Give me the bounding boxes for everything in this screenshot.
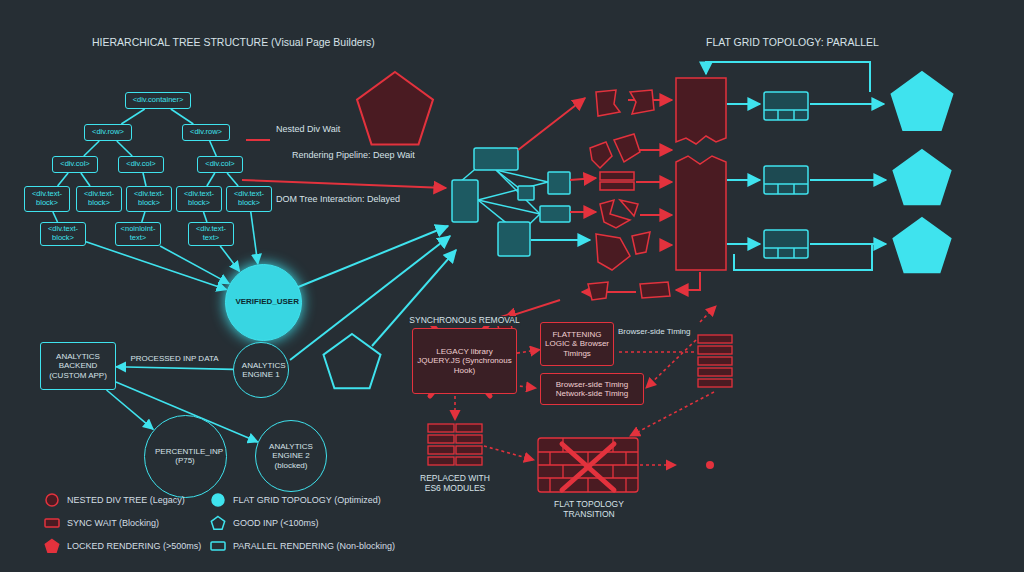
legend-swatch [44,492,60,508]
inp-pentagon [324,334,381,388]
connector [58,173,69,186]
connector [171,109,194,124]
legend-swatch [210,492,226,508]
box-heading: SYNCHRONOUS REMOVAL [408,316,520,326]
tree-box: <div.row> [182,124,230,141]
connector [53,212,58,222]
node-text: <noinloint-text> [119,225,157,242]
connector [210,141,217,156]
node-text: Browser-side Timing Network-side Timing [544,380,640,398]
node-text: <div.text-block> [130,190,168,207]
legend-text: FLAT GRID TOPOLOGY (Optimized) [233,495,381,505]
legend-text: PARALLEL RENDERING (Non-blocking) [233,541,395,551]
good-pentagon [894,150,951,204]
connector [86,242,227,290]
tree-box: <div.container> [125,92,191,109]
edge-label: PROCESSED INP DATA [128,354,220,363]
connector [142,212,145,222]
engine-circle: ANALYTICS ENGINE 1 [233,342,289,398]
node-text: FLATTENING LOGIC & Browser Timings [544,330,610,358]
tree-box: <div.text-block> [226,186,272,212]
legend-text: SYNC WAIT (Blocking) [67,518,159,528]
node-text: <div.container> [133,96,184,105]
legend-text: LOCKED RENDERING (>500ms) [67,541,201,551]
wait-label: Nested Div Wait [276,124,396,134]
wall-caption: FLAT TOPOLOGY TRANSITION [544,500,634,520]
node-text: <div.col> [126,160,155,169]
legend-row: LOCKED RENDERING (>500ms) [44,538,201,554]
wait-label: Rendering Pipeline: Deep Wait [292,150,442,160]
flattening-box: FLATTENING LOGIC & Browser Timings [540,322,614,366]
node-text: ANALYTICS ENGINE 1 [242,361,280,379]
connector [517,350,540,354]
connector [121,109,144,124]
legacy-box: SYNCHRONOUS REMOVALLEGACY library JQUERY… [412,328,517,394]
node-text: ANALYTICS BACKEND (CUSTOM APP) [44,352,112,380]
node-text: LEGACY library JQUERY.JS (Synchronous Ho… [416,347,513,375]
timing-label: Browser-side Timing [618,327,694,336]
legend-row: FLAT GRID TOPOLOGY (Optimized) [210,492,381,508]
node-text: <div.text-block> [180,190,218,207]
connector [117,141,132,156]
connector [227,173,238,186]
node-text: <div.text-block> [230,190,268,207]
node-text: <div.text-block> [28,190,66,207]
wait-label: DOM Tree Interaction: Delayed [276,194,436,204]
stack-caption: REPLACED WITH ES6 MODULES [413,474,497,494]
legend-text: GOOD INP (<100ms) [233,518,319,528]
node-text: PERCENTILE_INP (P75) [155,447,215,465]
connector [251,212,258,264]
node-text: <div.col> [60,160,89,169]
good-pentagon [894,218,951,272]
tree-box: <div.col> [118,156,164,173]
node-text: <div.text-block> [44,225,82,242]
tree-box: <div.text-block> [24,186,70,212]
node-text: <div.row> [190,128,222,137]
connector [220,246,239,271]
node-text: <div.col> [205,160,234,169]
node-text: <div.text-text> [192,225,230,242]
section-title: HIERARCHICAL TREE STRUCTURE (Visual Page… [92,36,412,48]
tree-box: <div.col> [197,156,243,173]
legend-row: PARALLEL RENDERING (Non-blocking) [210,538,395,554]
connector [107,390,154,429]
timing-box: Browser-side Timing Network-side Timing [540,373,644,405]
tree-box: <div.text-block> [126,186,172,212]
connector [84,141,99,156]
legend-swatch [44,538,60,554]
backend-box: ANALYTICS BACKEND (CUSTOM APP) [40,342,116,390]
legend-swatch [210,538,226,554]
connector [143,173,146,186]
node-text: VERIFIED_USER [235,297,290,306]
node-text: ANALYTICS ENGINE 2 (blocked) [265,442,316,470]
tree-box: <div.text-text> [188,222,234,246]
connector [81,173,90,186]
locked-pentagon [357,72,433,144]
tree-box: <noinloint-text> [115,222,161,246]
connector [204,212,207,222]
engine-circle: ANALYTICS ENGINE 2 (blocked) [255,420,327,492]
legend-swatch [210,515,226,531]
tree-box: <div.col> [52,156,98,173]
user-circle: VERIFIED_USER [225,264,302,341]
legend-row: GOOD INP (<100ms) [210,515,319,531]
section-title: FLAT GRID TOPOLOGY: PARALLEL [706,36,966,48]
good-pentagon [892,72,953,130]
connector [160,246,229,284]
tree-box: <div.text-block> [40,222,86,246]
legend-swatch [44,515,60,531]
node-text: <div.row> [92,128,124,137]
node-text: <div.text-block> [80,190,118,207]
legend-row: SYNC WAIT (Blocking) [44,515,159,531]
connector [116,367,233,370]
legend-row: NESTED DIV TREE (Legacy) [44,492,185,508]
tree-box: <div.text-block> [176,186,222,212]
percentile-circle: PERCENTILE_INP (P75) [144,415,227,498]
tree-box: <div.text-block> [76,186,122,212]
legend-text: NESTED DIV TREE (Legacy) [67,495,185,505]
connector [207,173,215,186]
tree-box: <div.row> [84,124,132,141]
